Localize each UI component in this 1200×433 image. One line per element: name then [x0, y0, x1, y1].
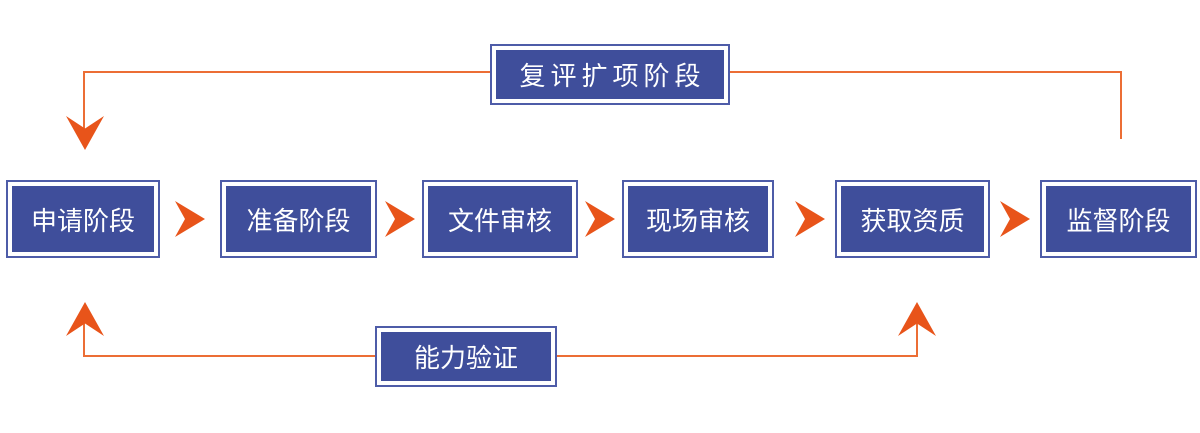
connector-line-top-down-right [1120, 71, 1122, 139]
stage-label: 复评扩项阶段 [496, 50, 724, 99]
stage-label: 获取资质 [841, 186, 984, 252]
stage-box-reevaluation-expansion: 复评扩项阶段 [490, 44, 730, 105]
up-arrow-icon [66, 302, 104, 336]
connector-line-bottom-up-right [916, 320, 918, 357]
flow-arrow-icon [175, 201, 205, 237]
up-arrow-icon [898, 302, 936, 336]
connector-line-bottom-up-left [83, 320, 85, 357]
connector-line-top-down-left [83, 71, 85, 131]
stage-label: 现场审核 [628, 186, 768, 252]
connector-line-top-right [730, 71, 1121, 73]
stage-box-obtain-qualification: 获取资质 [835, 180, 990, 258]
stage-label: 能力验证 [381, 332, 551, 381]
stage-label: 申请阶段 [12, 186, 154, 252]
stage-box-supervision: 监督阶段 [1040, 180, 1197, 258]
stage-box-onsite-review: 现场审核 [622, 180, 774, 258]
stage-label: 文件审核 [428, 186, 572, 252]
flow-arrow-icon [585, 201, 615, 237]
stage-box-preparation: 准备阶段 [220, 180, 377, 258]
stage-box-document-review: 文件审核 [422, 180, 578, 258]
stage-label: 准备阶段 [226, 186, 371, 252]
stage-box-capability-verification: 能力验证 [375, 326, 557, 387]
down-arrow-icon [66, 116, 104, 150]
connector-line-bottom-right [557, 355, 917, 357]
flow-arrow-icon [1000, 201, 1030, 237]
connector-line-bottom-left [84, 355, 375, 357]
flow-arrow-icon [795, 201, 825, 237]
stage-box-application: 申请阶段 [6, 180, 160, 258]
flow-arrow-icon [385, 201, 415, 237]
stage-label: 监督阶段 [1046, 186, 1191, 252]
connector-line-top-left [84, 71, 490, 73]
